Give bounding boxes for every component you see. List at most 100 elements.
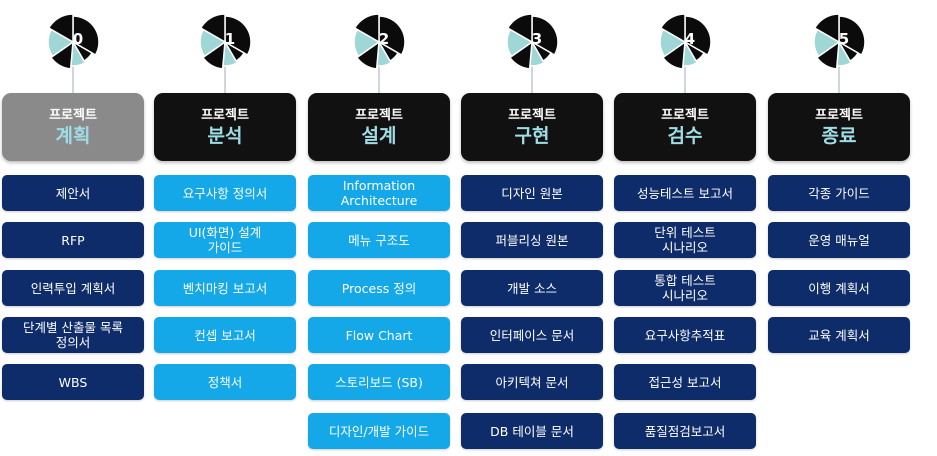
deliverable-item[interactable]: RFP	[2, 222, 144, 258]
deliverable-label: WBS	[58, 374, 88, 390]
deliverable-item[interactable]: 개발 소스	[461, 270, 603, 306]
deliverable-item[interactable]: UI(화면) 설계 가이드	[154, 222, 296, 258]
phase-pie-icon	[45, 14, 101, 70]
phase-pie-icon	[657, 14, 713, 70]
deliverable-item[interactable]: 단계별 산출물 목록 정의서	[2, 317, 144, 353]
deliverable-item[interactable]: 디자인/개발 가이드	[308, 413, 450, 449]
deliverable-label: Process 정의	[341, 280, 417, 296]
connector-line	[684, 40, 686, 100]
phase-header-label: 프로젝트	[201, 107, 249, 123]
deliverable-label: 단위 테스트 시나리오	[654, 225, 716, 255]
deliverable-item[interactable]: 단위 테스트 시나리오	[614, 222, 756, 258]
deliverable-label: 단계별 산출물 목록 정의서	[23, 320, 123, 350]
deliverable-label: 성능테스트 보고서	[637, 185, 733, 201]
deliverable-item[interactable]: 메뉴 구조도	[308, 222, 450, 258]
phase-number: 0	[72, 30, 84, 48]
deliverable-label: 요구사항 정의서	[182, 185, 268, 201]
deliverable-item[interactable]: Information Architecture	[308, 175, 450, 211]
deliverable-item[interactable]: 스토리보드 (SB)	[308, 364, 450, 400]
deliverable-item[interactable]: 퍼블리싱 원본	[461, 222, 603, 258]
deliverable-item[interactable]: 각종 가이드	[768, 175, 910, 211]
pie-segment-5	[506, 14, 533, 44]
connector-line	[378, 40, 380, 100]
pie-segment-3	[508, 40, 533, 70]
connector-line	[72, 40, 74, 100]
phase-header-title: 설계	[361, 124, 397, 147]
phase-header-title: 검수	[667, 124, 703, 147]
deliverable-item[interactable]: 컨셉 보고서	[154, 317, 296, 353]
phase-number: 1	[224, 30, 236, 48]
deliverable-item[interactable]: 디자인 원본	[461, 175, 603, 211]
deliverable-label: 퍼블리싱 원본	[495, 232, 569, 248]
deliverable-item[interactable]: 정책서	[154, 364, 296, 400]
pie-segment-5	[199, 14, 226, 44]
pie-segment-5	[813, 14, 840, 44]
deliverable-label: 요구사항추적표	[644, 327, 726, 343]
deliverable-item[interactable]: Process 정의	[308, 270, 450, 306]
deliverable-label: UI(화면) 설계 가이드	[188, 225, 262, 255]
phase-pie-icon	[504, 14, 560, 70]
deliverable-item[interactable]: 이행 계획서	[768, 270, 910, 306]
deliverable-item[interactable]: 요구사항 정의서	[154, 175, 296, 211]
deliverable-label: 인터페이스 문서	[489, 327, 575, 343]
deliverable-item[interactable]: 벤치마킹 보고서	[154, 270, 296, 306]
phase-header-title: 종료	[821, 124, 857, 147]
connector-line	[531, 40, 533, 100]
deliverable-label: 벤치마킹 보고서	[182, 280, 268, 296]
deliverable-item[interactable]: DB 테이블 문서	[461, 413, 603, 449]
deliverable-item[interactable]: 성능테스트 보고서	[614, 175, 756, 211]
deliverable-item[interactable]: 통합 테스트 시나리오	[614, 270, 756, 306]
phase-number: 4	[684, 30, 696, 48]
deliverable-item[interactable]: 인력투입 계획서	[2, 270, 144, 306]
deliverable-item[interactable]: WBS	[2, 364, 144, 400]
phase-number: 2	[378, 30, 390, 48]
deliverable-item[interactable]: 교육 계획서	[768, 317, 910, 353]
deliverable-label: Information Architecture	[340, 178, 418, 208]
deliverable-label: 개발 소스	[507, 280, 557, 296]
deliverable-item[interactable]: 인터페이스 문서	[461, 317, 603, 353]
deliverable-item[interactable]: 제안서	[2, 175, 144, 211]
phase-pie-icon	[811, 14, 867, 70]
phase-header-label: 프로젝트	[815, 107, 863, 123]
deliverable-label: 제안서	[55, 185, 91, 201]
pie-segment-3	[661, 40, 686, 70]
deliverable-label: 품질점검보고서	[644, 423, 726, 439]
phase-pie-icon	[197, 14, 253, 70]
deliverable-label: 운영 매뉴얼	[808, 232, 870, 248]
deliverable-label: 디자인 원본	[501, 185, 563, 201]
deliverable-label: Flow Chart	[345, 327, 413, 343]
pie-segment-3	[815, 40, 840, 70]
deliverable-item[interactable]: 요구사항추적표	[614, 317, 756, 353]
connector-line	[838, 40, 840, 100]
connector-line	[224, 40, 226, 100]
deliverable-label: 메뉴 구조도	[348, 232, 410, 248]
deliverable-label: 아키텍쳐 문서	[495, 374, 569, 390]
pie-segment-5	[353, 14, 380, 44]
deliverable-label: 디자인/개발 가이드	[328, 423, 430, 439]
phase-header-title: 계획	[55, 124, 91, 147]
pie-segment-3	[355, 40, 380, 70]
pie-segment-5	[47, 14, 74, 44]
deliverable-label: 인력투입 계획서	[30, 280, 116, 296]
deliverable-item[interactable]: Flow Chart	[308, 317, 450, 353]
phase-number: 3	[531, 30, 543, 48]
phase-header-label: 프로젝트	[508, 107, 556, 123]
deliverable-item[interactable]: 접근성 보고서	[614, 364, 756, 400]
deliverable-item[interactable]: 품질점검보고서	[614, 413, 756, 449]
phase-header-title: 분석	[207, 124, 243, 147]
deliverable-label: DB 테이블 문서	[490, 423, 574, 439]
deliverable-label: 접근성 보고서	[648, 374, 722, 390]
deliverable-item[interactable]: 아키텍쳐 문서	[461, 364, 603, 400]
phase-header-label: 프로젝트	[49, 107, 97, 123]
deliverable-item[interactable]: 운영 매뉴얼	[768, 222, 910, 258]
